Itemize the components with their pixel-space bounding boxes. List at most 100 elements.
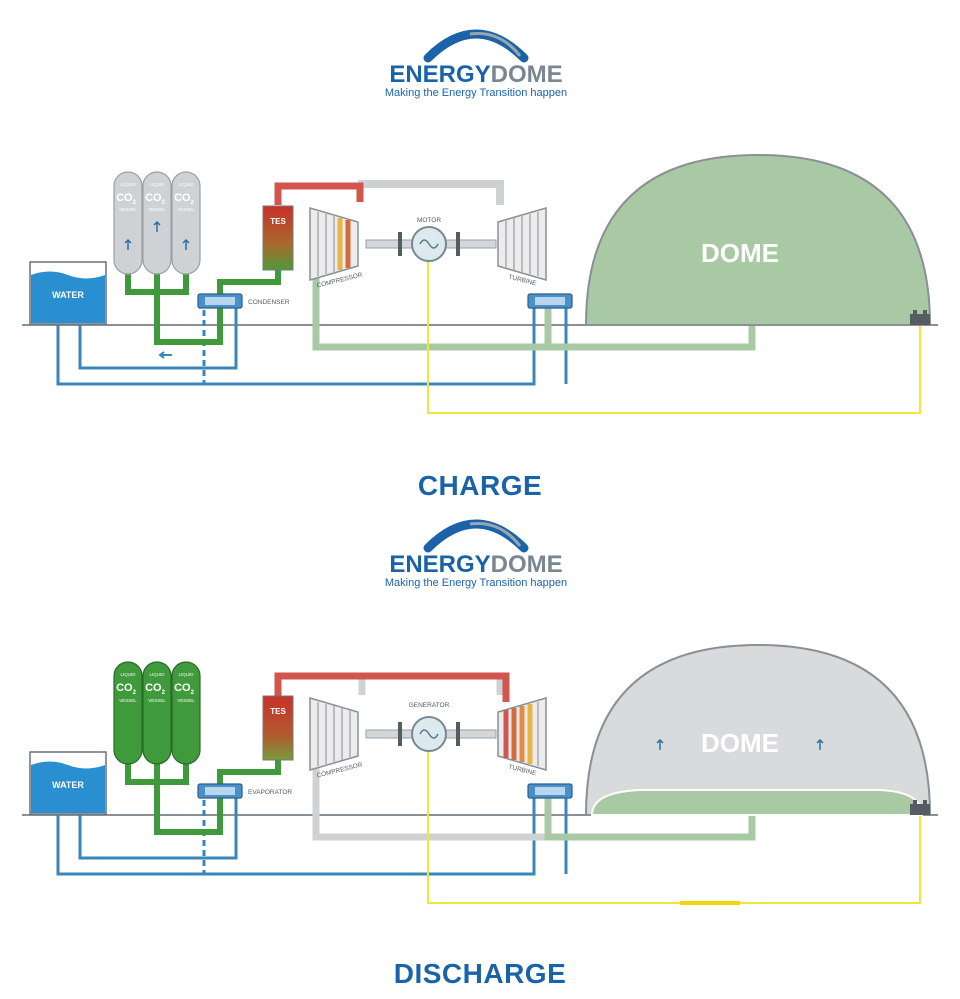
co2-vessel: LIQUID CO2 VESSEL <box>171 171 201 275</box>
hot-pipe <box>274 672 510 702</box>
vessel-co2: CO <box>174 682 191 694</box>
water-tank-fill <box>31 761 105 813</box>
charge-diagram: ENERGYDOME Making the Energy Transition … <box>22 29 938 414</box>
vessel-line1: LIQUID <box>149 672 165 677</box>
tes-label: TES <box>270 217 286 226</box>
dome-shell <box>584 153 932 326</box>
evaporator-label: EVAPORATOR <box>248 789 292 796</box>
pipe-dome-to-compressor <box>312 275 756 351</box>
vessel-co2-sub: 2 <box>191 200 195 206</box>
water-tank: WATER <box>29 751 107 815</box>
dome-label: DOME <box>701 728 779 758</box>
discharge-title: DISCHARGE <box>393 958 567 989</box>
water-pipe-inner <box>78 790 238 860</box>
up-arrow-icon <box>182 238 190 250</box>
vessel-line1: LIQUID <box>178 672 194 677</box>
logo-text-energy: ENERGY <box>389 551 490 578</box>
turbine-heat-exchanger <box>527 783 573 799</box>
dome: DOME <box>584 643 932 816</box>
tes-storage: TES <box>262 695 294 761</box>
water-tank-fill <box>31 271 105 323</box>
vessel-line3: VESSEL <box>177 698 195 703</box>
vessel-line3: VESSEL <box>177 207 195 212</box>
co2-vessels: LIQUID CO2 VESSEL LIQUID CO2 VESSEL LIQU… <box>113 661 201 765</box>
water-pipe-inner <box>78 300 238 370</box>
up-arrow-icon <box>153 220 161 232</box>
vessel-co2-sub: 2 <box>133 200 137 206</box>
dome-co2-bladder <box>590 789 924 816</box>
motor: MOTOR <box>365 217 497 262</box>
electric-line <box>427 752 921 904</box>
water-pipe-outer <box>56 300 536 386</box>
tes-label: TES <box>270 707 286 716</box>
logo-text-dome: DOME <box>491 551 563 578</box>
co2-gas-pipes <box>358 180 504 205</box>
svg-text:ENERGYDOME: ENERGYDOME <box>389 61 562 88</box>
discharge-diagram: ENERGYDOME Making the Energy Transition … <box>22 519 938 905</box>
vessel-line3: VESSEL <box>119 207 137 212</box>
generator-label: GENERATOR <box>409 702 450 709</box>
motor-label: MOTOR <box>417 217 441 224</box>
charge-panel: ENERGYDOME Making the Energy Transition … <box>22 29 938 501</box>
pipe-compressor-turbine-top <box>358 180 504 205</box>
vessel-line1: LIQUID <box>120 672 136 677</box>
vessel-co2-sub: 2 <box>133 690 137 696</box>
liquid-co2-pipes <box>125 270 281 345</box>
vessel-co2: CO <box>116 192 133 204</box>
vessel-line3: VESSEL <box>119 698 137 703</box>
co2-vessel: LIQUID CO2 VESSEL <box>142 171 172 275</box>
water-label: WATER <box>52 290 84 300</box>
logo-arc-highlight-icon <box>469 521 522 547</box>
pipe-vessels-to-condenser <box>154 292 223 345</box>
up-arrow-icon <box>816 738 824 750</box>
electric-line <box>427 262 921 414</box>
water-tank: WATER <box>29 261 107 325</box>
vessel-co2: CO <box>116 682 133 694</box>
pipe-vessels-to-evaporator <box>154 782 223 835</box>
discharge-panel: ENERGYDOME Making the Energy Transition … <box>0 510 960 999</box>
compressor: COMPRESSOR <box>309 207 364 290</box>
tes-storage: TES <box>262 205 294 271</box>
logo-text-dome: DOME <box>491 61 563 88</box>
pipe-evaporator-to-tes <box>217 760 281 790</box>
water-pipes <box>56 790 568 876</box>
vessel-co2-sub: 2 <box>191 690 195 696</box>
turbine-heat-exchanger <box>527 293 573 309</box>
sine-wave-icon <box>419 239 439 249</box>
sine-wave-icon <box>419 729 439 739</box>
hot-pipe <box>274 182 364 205</box>
co2-vessel: LIQUID CO2 VESSEL <box>171 661 201 765</box>
grid-connection-icon <box>910 310 930 325</box>
svg-text:CO2: CO2 <box>116 192 137 206</box>
vessel-co2: CO <box>145 682 162 694</box>
condenser: CONDENSER <box>197 293 290 309</box>
vessel-co2: CO <box>145 192 162 204</box>
vessel-co2-sub: 2 <box>162 200 166 206</box>
vessel-co2: CO <box>174 192 191 204</box>
evaporator: EVAPORATOR <box>197 783 292 799</box>
compressor: COMPRESSOR <box>309 697 364 780</box>
pipe-compressor-bottom <box>312 760 548 841</box>
svg-text:CO2: CO2 <box>174 192 195 206</box>
turbine: TURBINE <box>497 697 547 778</box>
logo-arc-highlight-icon <box>469 31 522 57</box>
charge-title: CHARGE <box>417 470 543 501</box>
water-pipes <box>56 300 568 386</box>
energydome-logo: ENERGYDOME Making the Energy Transition … <box>385 519 567 589</box>
logo-text-energy: ENERGY <box>389 61 490 88</box>
generator: GENERATOR <box>365 702 497 752</box>
vessel-line3: VESSEL <box>148 698 166 703</box>
vessel-line1: LIQUID <box>178 182 194 187</box>
svg-text:CO2: CO2 <box>145 192 166 206</box>
vessel-line1: LIQUID <box>149 182 165 187</box>
svg-text:CO2: CO2 <box>145 682 166 696</box>
flow-arrow-icon <box>158 351 172 359</box>
pipe-condenser-to-tes <box>217 270 281 300</box>
svg-text:ENERGYDOME: ENERGYDOME <box>389 551 562 578</box>
vessel-line3: VESSEL <box>148 207 166 212</box>
co2-vessel: LIQUID CO2 VESSEL <box>113 171 143 275</box>
dome: DOME <box>584 153 932 326</box>
logo-tagline: Making the Energy Transition happen <box>385 577 567 589</box>
co2-vessel: LIQUID CO2 VESSEL <box>113 661 143 765</box>
grid-connection-icon <box>910 800 930 815</box>
